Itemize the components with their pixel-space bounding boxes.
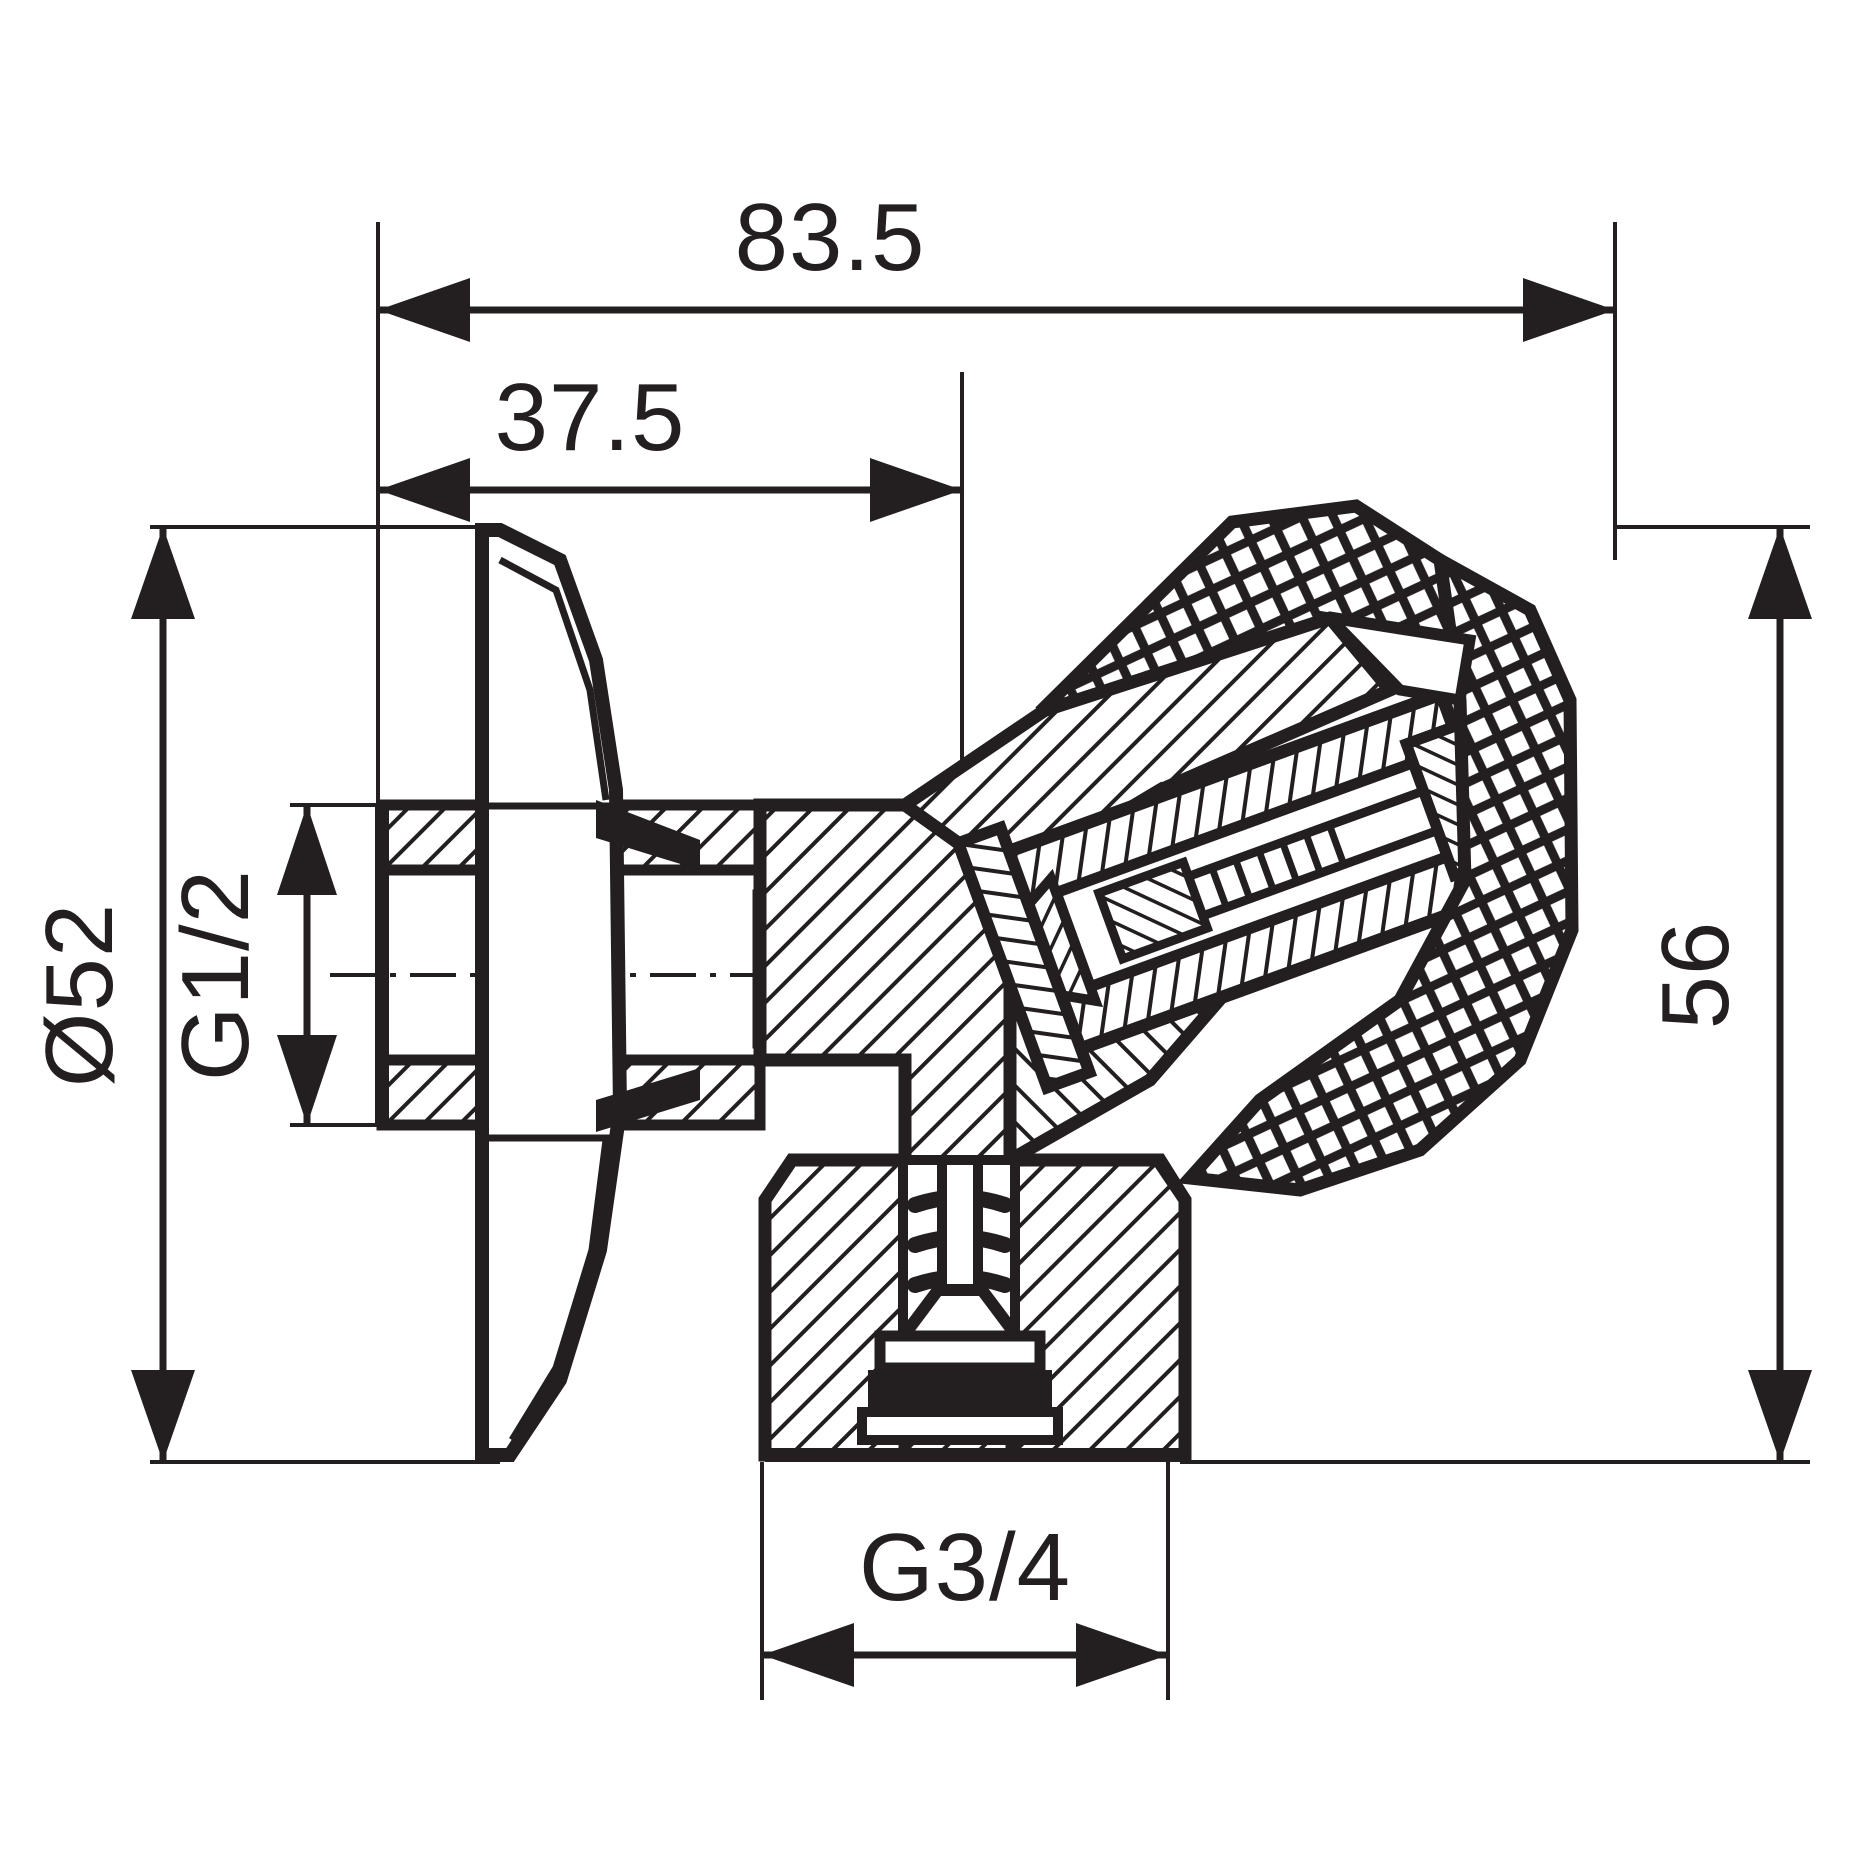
dimension-label-flange-diameter: Ø52 (26, 903, 133, 1087)
dimension-label-inlet-length: 37.5 (495, 364, 686, 471)
dimension-label-inlet-thread: G1/2 (162, 869, 269, 1081)
dimension-line-outlet-thread (762, 1623, 1168, 1687)
dimension-line-overall-height (1748, 527, 1812, 1462)
knurled-handle-cap (1035, 499, 1579, 1197)
dimension-line-flange-diameter (131, 527, 195, 1462)
dimension-line-inlet-length (378, 458, 962, 522)
wall-escutcheon-cover (475, 523, 700, 1462)
bonnet-stem-assembly (950, 685, 1522, 1096)
dimension-line-overall-length (378, 278, 1615, 342)
dimension-label-outlet-thread: G3/4 (859, 1514, 1071, 1621)
dimension-label-overall-length: 83.5 (735, 184, 926, 291)
outlet-port-section (758, 1153, 1192, 1462)
dimension-label-overall-height: 56 (1642, 921, 1749, 1030)
dimension-line-inlet-thread (277, 805, 337, 1125)
